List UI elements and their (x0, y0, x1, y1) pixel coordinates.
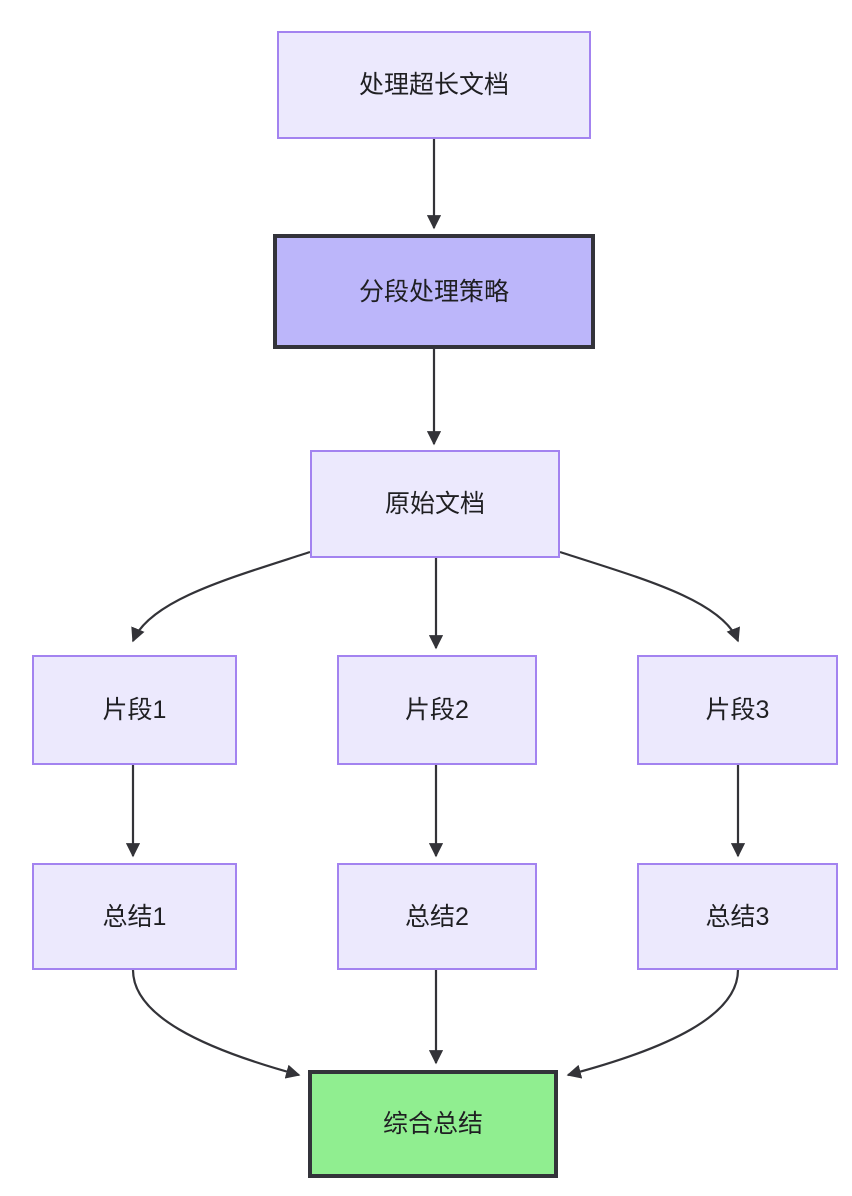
node-label: 总结1 (102, 902, 167, 931)
node-label: 处理超长文档 (358, 71, 509, 99)
node-summary-2[interactable]: 总结2 (337, 863, 537, 970)
node-chunk-3[interactable]: 片段3 (637, 655, 838, 765)
edge-source-to-chunk3 (559, 550, 740, 643)
node-chunk-2[interactable]: 片段2 (337, 655, 537, 765)
node-chunking-strategy[interactable]: 分段处理策略 (273, 234, 595, 349)
node-label: 原始文档 (384, 490, 485, 518)
edge-summary3-to-final (566, 969, 740, 1079)
node-summary-1[interactable]: 总结1 (32, 863, 237, 970)
node-final-summary[interactable]: 综合总结 (308, 1070, 558, 1178)
node-label: 总结2 (405, 902, 469, 931)
node-source-document[interactable]: 原始文档 (310, 450, 560, 558)
edge-summary1-to-final (131, 969, 301, 1079)
node-label: 片段1 (102, 696, 167, 724)
node-summary-3[interactable]: 总结3 (637, 863, 838, 970)
node-label: 综合总结 (382, 1110, 483, 1138)
node-label: 总结3 (705, 902, 770, 931)
edge-source-to-chunk1 (131, 550, 311, 643)
node-label: 片段2 (405, 696, 469, 724)
node-chunk-1[interactable]: 片段1 (32, 655, 237, 765)
node-label: 片段3 (705, 696, 770, 724)
node-process-long-document[interactable]: 处理超长文档 (277, 31, 591, 139)
node-label: 分段处理策略 (358, 277, 509, 306)
